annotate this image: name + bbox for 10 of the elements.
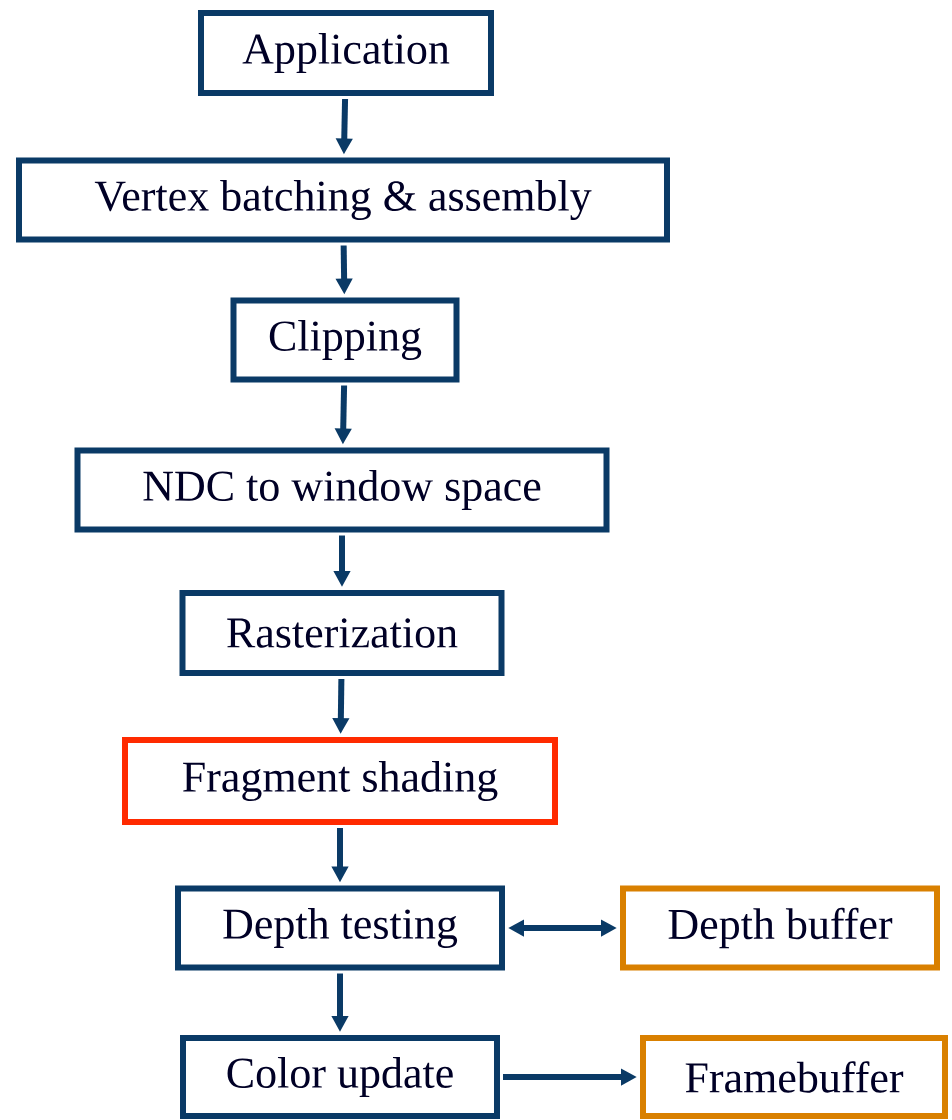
process-box: Depth testing <box>175 885 505 971</box>
process-box: Rasterization <box>179 590 505 676</box>
process-box: Color update <box>180 1035 500 1119</box>
buffer-box: Framebuffer <box>640 1035 948 1119</box>
process-box: NDC to window space <box>74 447 610 533</box>
process-box: Vertex batching & assembly <box>16 157 670 243</box>
buffer-box: Depth buffer <box>620 885 940 971</box>
process-box: Clipping <box>230 297 460 383</box>
process-box: Application <box>198 10 494 96</box>
process-box: Fragment shading <box>122 737 558 825</box>
